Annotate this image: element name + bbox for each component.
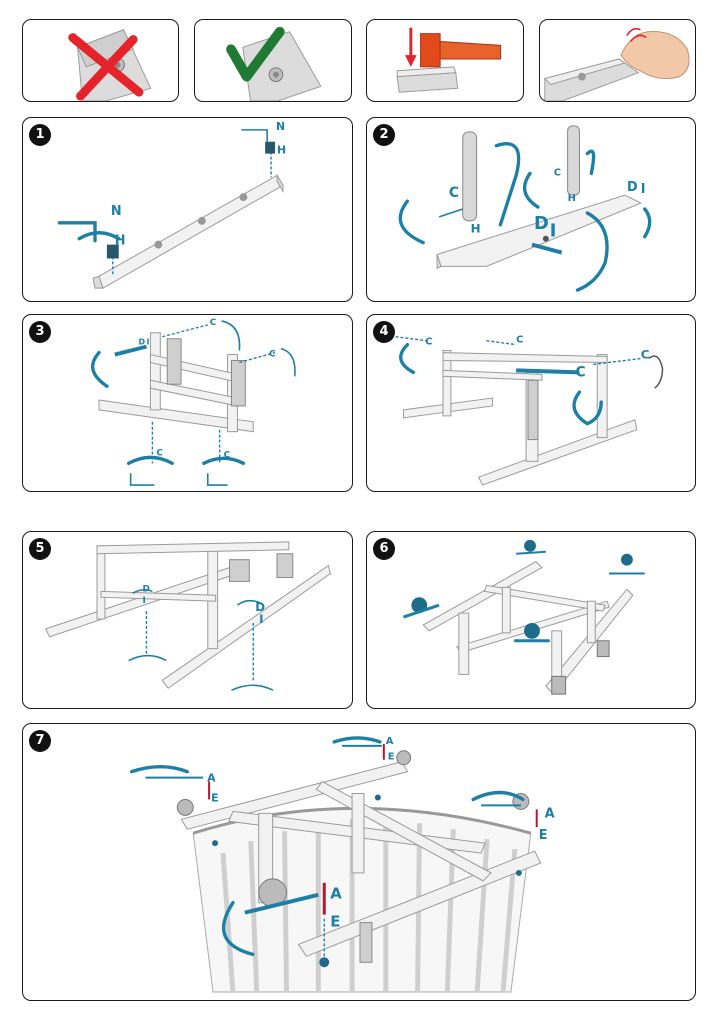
step-number-badge: 1 xyxy=(29,124,51,146)
step-7-illustration xyxy=(129,736,542,993)
hand-illustration xyxy=(543,27,690,101)
step-panel-3: 3 C C D I C C xyxy=(22,314,353,492)
check-mark-icon xyxy=(226,26,285,82)
step-5-illustration xyxy=(44,541,331,691)
wrench-icon xyxy=(402,539,645,643)
step-number-badge: 7 xyxy=(29,730,51,752)
step-3-illustration xyxy=(91,320,296,486)
step-panel-2: 2 C H C H D I D I xyxy=(366,117,696,302)
step-number-badge: 6 xyxy=(373,538,395,560)
step-2-illustration xyxy=(398,125,652,292)
step-number-badge: 4 xyxy=(373,321,395,343)
hammer-icon xyxy=(420,33,502,68)
cross-mark-icon xyxy=(68,33,144,101)
step-number-badge: 2 xyxy=(373,124,395,146)
tip-panel-hand xyxy=(539,19,696,102)
step-panel-4: 4 C C C C xyxy=(366,314,696,492)
wrong-fitting-illustration xyxy=(68,29,152,101)
hammer-illustration xyxy=(396,27,502,93)
tip-panel-wrong xyxy=(22,19,179,102)
step-1-illustration xyxy=(57,129,284,289)
step-number-badge: 5 xyxy=(29,538,51,560)
step-panel-7: 7 A E A E A E A E xyxy=(22,723,696,1001)
step-panel-6: 6 xyxy=(366,531,696,709)
step-number-badge: 3 xyxy=(29,321,51,343)
right-fitting-illustration xyxy=(226,26,322,101)
step-panel-5: 5 D I D I xyxy=(22,531,353,709)
step-6-illustration xyxy=(402,539,645,695)
step-panel-1: 1 N H N H xyxy=(22,117,353,302)
step-4-illustration xyxy=(395,336,664,486)
tip-panel-hammer xyxy=(366,19,524,102)
tip-panel-right xyxy=(194,19,352,102)
hand-icon xyxy=(620,31,690,80)
